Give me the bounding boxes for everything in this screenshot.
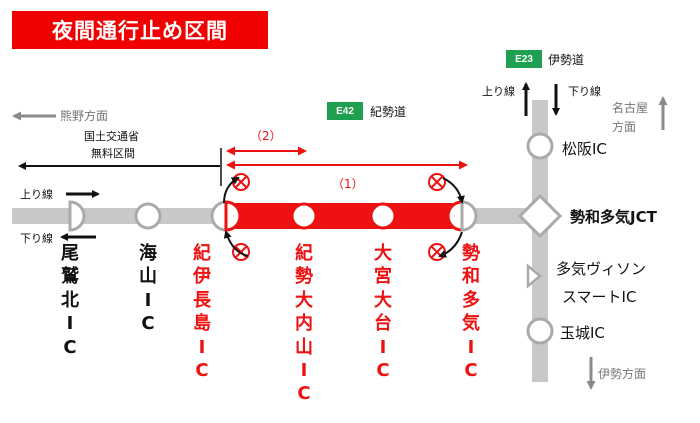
free-section-label-2: 無料区間: [91, 147, 135, 160]
tamaki-ic-label: 玉城IC: [560, 324, 605, 342]
taki-vison-smart-ic-label-2: スマートIC: [562, 288, 637, 306]
omiya-odai-ic-node: [369, 202, 397, 230]
kii-nagashima-ic-label: 紀 伊 長 島 I C: [193, 243, 211, 381]
page-title: 夜間通行止め区間: [12, 11, 268, 49]
matsusaka-ic-label: 松阪IC: [562, 140, 607, 158]
seiwa-taki-jct-node: [517, 193, 563, 239]
free-section-label-1: 国土交通省: [84, 130, 139, 143]
closure-marker-kii-nagashima-bottom: [232, 243, 250, 261]
tamaki-ic-node: [526, 317, 554, 345]
seiwa-taki-ic-node-closed: [446, 200, 464, 232]
ise-direction-label: 伊勢方面: [598, 367, 647, 381]
closure-marker-seiwa-taki-top: [428, 173, 446, 191]
section-2-label: （2）: [250, 129, 282, 143]
kumano-direction-label: 熊野方面: [60, 109, 109, 123]
closed-section-road: [226, 203, 462, 229]
e42-route-badge: E42: [327, 102, 363, 120]
up-lane-label-right: 上り線: [482, 85, 515, 98]
taki-vison-smart-ic-node: [526, 263, 542, 289]
e42-route-name: 紀勢道: [370, 105, 407, 119]
section-1-label: （1）: [332, 177, 364, 191]
ramp-arrow-kii-nagashima-top: [223, 177, 240, 204]
omiya-odai-ic-label: 大 宮 大 台 I C: [374, 243, 392, 381]
kisei-ouchiyama-ic-node: [290, 202, 318, 230]
e23-route-badge: E23: [506, 50, 542, 68]
nagoya-direction-label-2: 方面: [612, 120, 637, 134]
kii-nagashima-ic-node-closed: [224, 200, 242, 232]
ramp-arrow-kii-nagashima-bottom: [223, 230, 249, 257]
matsusaka-ic-node: [526, 132, 554, 160]
ramp-arrow-seiwa-taki-top: [442, 177, 465, 204]
ramp-arrow-seiwa-taki-bottom: [438, 231, 463, 258]
closure-marker-kii-nagashima-top: [232, 173, 250, 191]
seiwa-taki-ic-label: 勢 和 多 気 I C: [462, 243, 480, 381]
owase-kita-ic-label: 尾 鷲 北 I C: [61, 243, 79, 358]
closure-marker-seiwa-taki-bottom: [428, 243, 446, 261]
nagoya-direction-label-1: 名古屋: [612, 101, 649, 115]
seiwa-taki-jct-label: 勢和多気JCT: [570, 208, 657, 226]
down-lane-label-right: 下り線: [568, 85, 601, 98]
down-lane-label-left: 下り線: [20, 232, 53, 245]
ise-expressway-road: [532, 100, 548, 382]
taki-vison-smart-ic-label-1: 多気ヴィソン: [556, 260, 647, 278]
seiwa-taki-ic-node: [460, 200, 478, 232]
owase-kita-ic-node: [68, 200, 86, 232]
miyama-ic-node: [134, 202, 162, 230]
miyama-ic-label: 海 山 I C: [139, 243, 157, 335]
kisei-ouchiyama-ic-label: 紀 勢 大 内 山 I C: [295, 243, 313, 405]
up-lane-label-left: 上り線: [20, 188, 53, 201]
e23-route-name: 伊勢道: [548, 53, 585, 67]
kii-nagashima-ic-node: [210, 200, 228, 232]
